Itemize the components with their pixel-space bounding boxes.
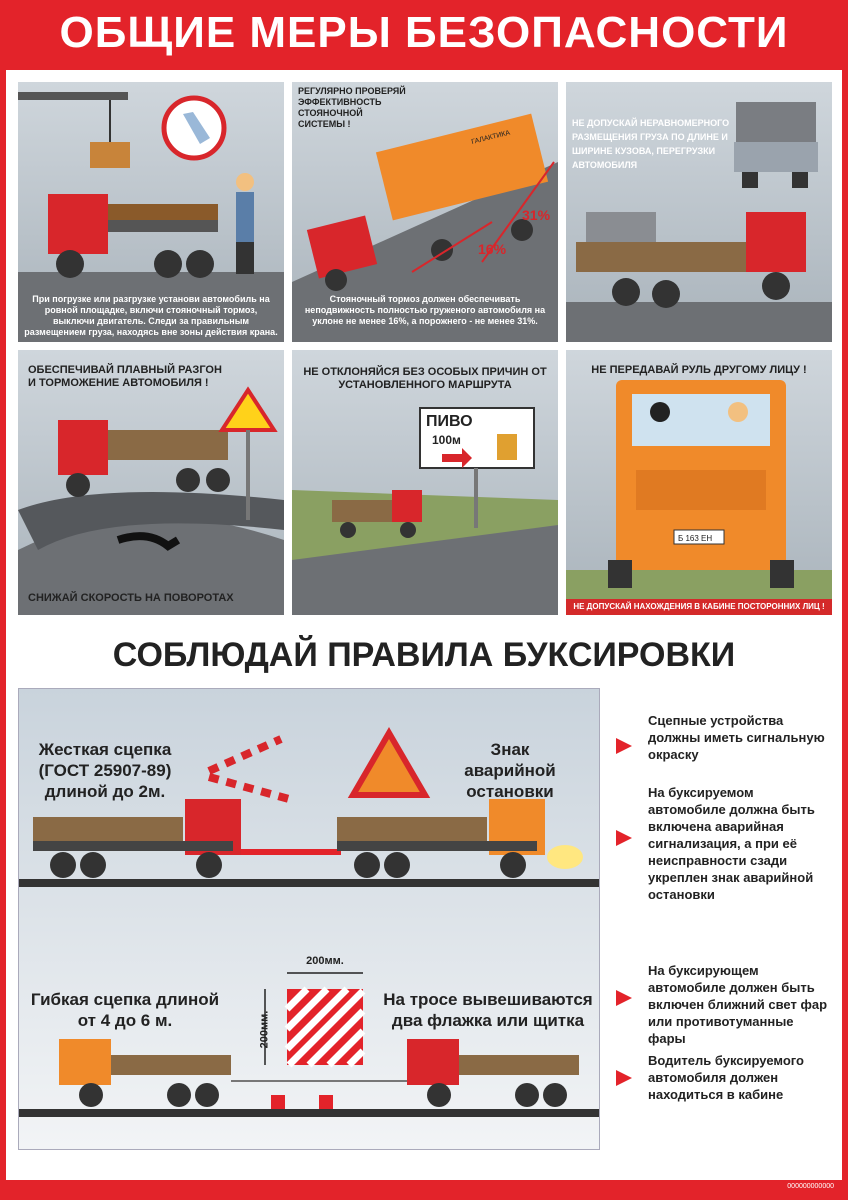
arrow-icon (616, 1070, 632, 1086)
route-illustration: ПИВО 100м (292, 407, 558, 615)
loading-illustration (18, 92, 284, 342)
rigid-coupling-label: Жесткая сцепка (ГОСТ 25907-89) длиной до… (38, 740, 172, 801)
note-driver-in-cab: Водитель буксируемого автомобиля должен … (648, 1053, 804, 1102)
towing-title: СОБЛЮДАЙ ПРАВИЛА БУКСИРОВКИ (112, 636, 736, 674)
footer: www.genlayn.ru 000000000000 (763, 1170, 834, 1192)
page-title: ОБЩИЕ МЕРЫ БЕЗОПАСНОСТИ (59, 8, 789, 57)
note-headlights: На буксирующем автомобиле должен быть вк… (648, 963, 828, 1046)
note-signal-color: Сцепные устройства должны иметь сигнальн… (648, 713, 825, 762)
curve-road-illustration (18, 386, 284, 615)
panel-steering-head: НЕ ПЕРЕДАВАЙ РУЛЬ ДРУГОМУ ЛИЦУ ! (591, 364, 807, 376)
slope-31-label: 31% (522, 207, 551, 223)
panel-route-head: НЕ ОТКЛОНЯЙСЯ БЕЗ ОСОБЫХ ПРИЧИН ОТ УСТАН… (303, 366, 547, 391)
warning-sign-label: Знак аварийной остановки (464, 740, 556, 801)
dimension-width: 200мм. (306, 955, 344, 967)
panel-parking-text: Стояночный тормоз должен обеспечивать не… (304, 294, 546, 326)
cab-illustration: Б 163 ЕН (566, 380, 832, 615)
towing-panel: Жесткая сцепка (ГОСТ 25907-89) длиной до… (18, 688, 600, 1150)
footer-code: 000000000000 (787, 1183, 834, 1190)
flexible-coupling-label: Гибкая сцепка длиной от 4 до 6 м. (30, 990, 220, 1030)
panel-smooth-head: ОБЕСПЕЧИВАЙ ПЛАВНЫЙ РАЗГОН И ТОРМОЖЕНИЕ … (28, 364, 222, 389)
panel-curve-text: СНИЖАЙ СКОРОСТЬ НА ПОВОРОТАХ (28, 592, 234, 604)
arrow-icon (616, 738, 632, 754)
towing-illustration (19, 727, 599, 1117)
panel-parking-head: РЕГУЛЯРНО ПРОВЕРЯЙ ЭФФЕКТИВНОСТЬ СТОЯНОЧ… (298, 86, 406, 129)
panel-steering-footer: НЕ ДОПУСКАЙ НАХОЖДЕНИЯ В КАБИНЕ ПОСТОРОН… (566, 599, 832, 615)
license-plate: Б 163 ЕН (678, 534, 712, 543)
panel-load-distribution: НЕ ДОПУСКАЙ НЕРАВНОМЕРНОГО РАЗМЕЩЕНИЯ ГР… (564, 80, 834, 344)
beer-sign-text: ПИВО (426, 413, 473, 430)
panel-steering: Б 163 ЕН НЕ ПЕРЕДАВАЙ РУЛЬ ДРУГОМУ ЛИЦУ … (564, 348, 834, 617)
panel-load-head: НЕ ДОПУСКАЙ НЕРАВНОМЕРНОГО РАЗМЕЩЕНИЯ ГР… (572, 118, 730, 170)
panel-parking-brake: 31% 16% ГАЛАКТИКА РЕГУЛЯРНО ПРОВЕРЯЙ ЭФФ… (290, 80, 560, 344)
panel-loading-text: При погрузке или разгрузке установи авто… (24, 294, 278, 337)
overload-illustration (566, 102, 832, 342)
panel-smooth-driving: ОБЕСПЕЧИВАЙ ПЛАВНЫЙ РАЗГОН И ТОРМОЖЕНИЕ … (16, 348, 286, 617)
slope-16-label: 16% (478, 241, 507, 257)
beer-sign-distance: 100м (432, 433, 461, 447)
panel-loading: При погрузке или разгрузке установи авто… (16, 80, 286, 344)
arrow-icon (616, 990, 632, 1006)
note-hazard-lights: На буксируемом автомобиле должна быть вк… (648, 785, 815, 902)
dimension-height: 200мм. (258, 1010, 271, 1049)
slope-illustration: 31% 16% ГАЛАКТИКА (292, 113, 558, 342)
footer-site: www.genlayn.ru (763, 1170, 834, 1181)
arrow-icon (616, 830, 632, 846)
flags-label: На тросе вывешиваются два флажка или щит… (383, 990, 593, 1030)
panel-route: ПИВО 100м НЕ ОТКЛОНЯЙСЯ БЕЗ ОСОБЫХ ПРИЧИ… (290, 348, 560, 617)
